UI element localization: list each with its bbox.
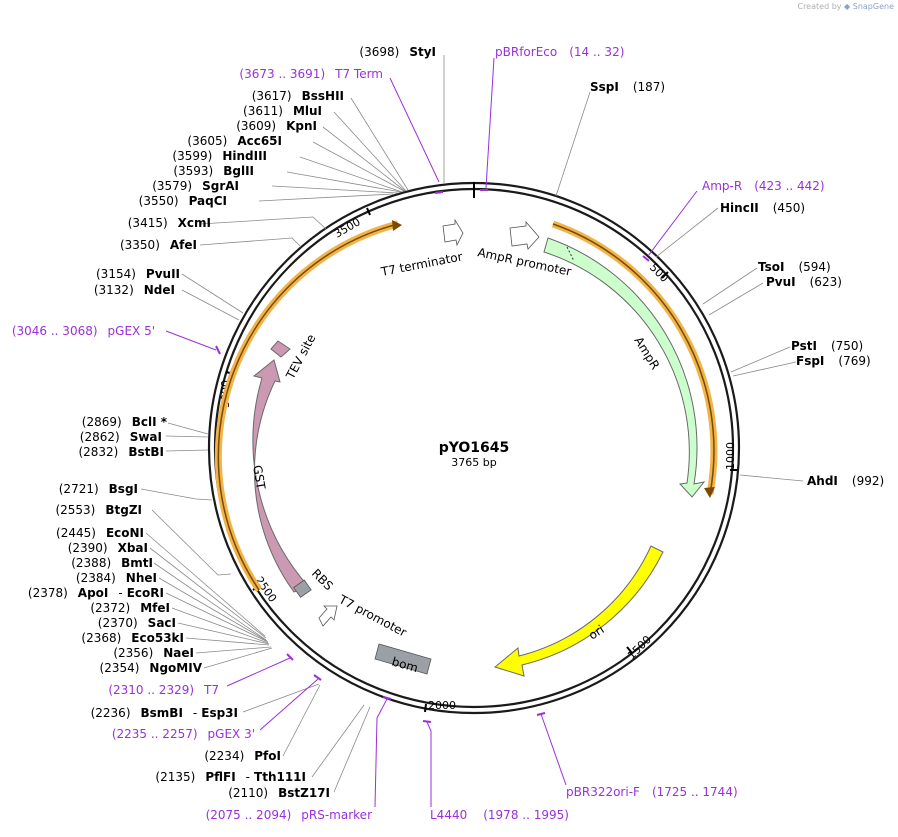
primer-t7-term: (3673 .. 3691)T7 Term <box>239 67 383 81</box>
site-econi: (2445)EcoNI <box>56 526 144 540</box>
feature-tev-arrow <box>270 340 291 358</box>
site-ahdi: AhdI(992) <box>807 474 884 488</box>
feature-t7-promoter-arrow <box>318 605 338 627</box>
primer-pgex-3: (2235 .. 2257)pGEX 3' <box>112 727 255 741</box>
site-pvui: PvuI(623) <box>766 275 842 289</box>
feature-label-t7-terminator: T7 terminator <box>379 249 464 279</box>
tick-label-2000: 2000 <box>428 699 456 712</box>
site-sgrai: (3579)SgrAI <box>152 179 239 193</box>
site-xcmi: (3415)XcmI <box>128 216 211 230</box>
site-paqci: (3550)PaqCI <box>139 194 227 208</box>
site-pflfi-tth111i: (2135)PflFI-Tth111I <box>155 770 306 784</box>
site-hindiii: (3599)HindIII <box>172 149 267 163</box>
site-bstz17i: (2110)BstZ17I <box>228 786 330 800</box>
site-btgzi: (2553)BtgZI <box>55 503 142 517</box>
site-bglii: (3593)BglII <box>173 164 254 178</box>
feature-ampr-arrow <box>543 237 706 498</box>
site-xbai: (2390)XbaI <box>68 541 148 555</box>
primer-pgex-5: (3046 .. 3068)pGEX 5' <box>12 324 155 338</box>
feature-label-gst: GST <box>250 464 268 491</box>
orf-ampr-arrowhead <box>704 487 715 498</box>
feature-label-tev: TEV site <box>283 332 319 382</box>
primer-t7: (2310 .. 2329)T7 <box>108 683 219 697</box>
primer-pbrforeco: pBRforEco(14 .. 32) <box>495 45 624 59</box>
site-styi: (3698)StyI <box>359 45 436 59</box>
site-tsoi: TsoI(594) <box>758 260 831 274</box>
site-pfoi: (2234)PfoI <box>204 749 281 763</box>
site-naei: (2356)NaeI <box>113 646 194 660</box>
site-mfei: (2372)MfeI <box>90 601 170 615</box>
site-bsmbi-esp3i: (2236)BsmBI-Esp3I <box>91 706 238 720</box>
site-mlui: (3611)MluI <box>243 104 322 118</box>
orf-gst-arc-inner <box>217 223 399 591</box>
site-nhei: (2384)NheI <box>76 571 157 585</box>
site-bcli: (2869)BclI * <box>82 415 168 429</box>
site-apoi-ecori: (2378)ApoI-EcoRI <box>28 586 164 600</box>
site-pvuii: (3154)PvuII <box>96 267 180 281</box>
snapgene-credit: Created by ◆ SnapGene <box>797 2 894 11</box>
primer-pbr322ori-f: pBR322ori-F(1725 .. 1744) <box>566 785 738 799</box>
site-psti: PstI(750) <box>791 339 863 353</box>
primer-leader-lines <box>165 57 698 808</box>
site-swai: (2862)SwaI <box>80 430 162 444</box>
feature-ori-arrow <box>493 545 664 677</box>
feature-label-rbs: RBS <box>309 566 336 593</box>
ampr-promoter-overlap-mark <box>566 246 575 262</box>
tick-label-500: 500 <box>647 261 671 285</box>
site-hincii: HincII(450) <box>720 201 805 215</box>
site-eco53ki: (2368)Eco53kI <box>81 631 184 645</box>
credit-prefix: Created by <box>797 2 842 11</box>
site-bstbi: (2832)BstBI <box>78 445 164 459</box>
feature-bom-box <box>374 643 432 675</box>
site-bsshii: (3617)BssHII <box>252 89 344 103</box>
site-ngomiv: (2354)NgoMIV <box>100 661 203 675</box>
site-leader-lines <box>140 55 804 793</box>
orf-ampr-arc-inner <box>552 223 715 495</box>
orf-gst-arc <box>214 220 399 592</box>
primer-amp-r: Amp-R(423 .. 442) <box>702 179 825 193</box>
feature-ampr-promoter-arrow <box>509 220 540 250</box>
site-acc65i: (3605)Acc65I <box>187 134 282 148</box>
site-bsgi: (2721)BsgI <box>59 482 138 496</box>
site-bmti: (2388)BmtI <box>71 556 153 570</box>
feature-gst-arrow <box>252 359 309 593</box>
feature-rbs-box <box>293 579 312 598</box>
tick-label-1000: 1000 <box>724 442 737 470</box>
snapgene-logo-icon: ◆ <box>844 2 851 11</box>
credit-brand: SnapGene <box>852 2 894 11</box>
site-ndei: (3132)NdeI <box>94 283 175 297</box>
feature-label-t7-promoter: T7 promoter <box>336 592 409 640</box>
feature-t7-terminator-arrow <box>442 218 464 247</box>
primer-marks <box>215 189 650 723</box>
primer-l4440: L4440(1978 .. 1995) <box>430 808 569 822</box>
site-fspi: FspI(769) <box>796 354 871 368</box>
plasmid-length: 3765 bp <box>451 456 496 469</box>
site-kpni: (3609)KpnI <box>236 119 317 133</box>
orf-gst-arrowhead <box>392 220 402 231</box>
primer-prs-marker: (2075 .. 2094)pRS-marker <box>206 808 372 822</box>
site-afei: (3350)AfeI <box>120 238 197 252</box>
site-sspi: SspI(187) <box>590 80 665 94</box>
plasmid-name: pYO1645 <box>439 440 510 456</box>
site-saci: (2370)SacI <box>98 616 176 630</box>
